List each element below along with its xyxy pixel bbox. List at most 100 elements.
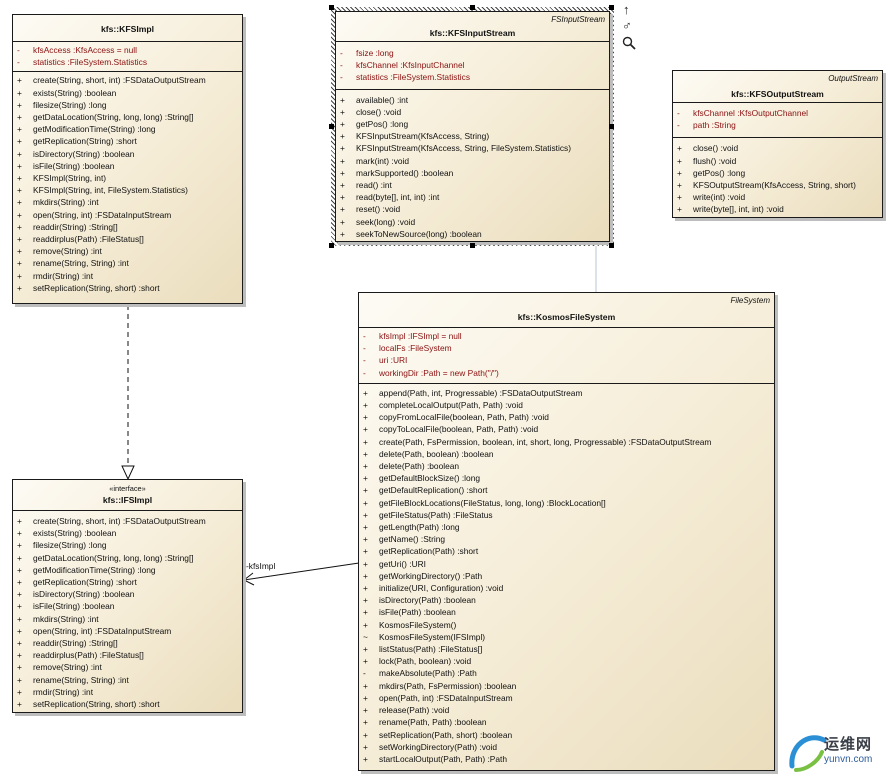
operation-row[interactable]: +read() :int: [336, 179, 609, 191]
attribute-row[interactable]: -statistics :FileSystem.Statistics: [336, 71, 609, 83]
operation-row[interactable]: +remove(String) :int: [13, 245, 242, 257]
operation-row[interactable]: +getReplication(Path) :short: [359, 545, 774, 557]
resize-handle-se[interactable]: [609, 243, 614, 248]
operation-row[interactable]: -makeAbsolute(Path) :Path: [359, 667, 774, 679]
operation-row[interactable]: +getDataLocation(String, long, long) :St…: [13, 111, 242, 123]
operation-row[interactable]: +KFSImpl(String, int, FileSystem.Statist…: [13, 184, 242, 196]
operation-row[interactable]: +markSupported() :boolean: [336, 167, 609, 179]
operation-row[interactable]: +write(byte[], int, int) :void: [673, 203, 882, 215]
operation-row[interactable]: +listStatus(Path) :FileStatus[]: [359, 643, 774, 655]
operation-row[interactable]: +getModificationTime(String) :long: [13, 564, 242, 576]
zoom-icon[interactable]: [622, 36, 636, 53]
association-line[interactable]: [243, 562, 360, 581]
operation-row[interactable]: +getFileBlockLocations(FileStatus, long,…: [359, 497, 774, 509]
operation-row[interactable]: +rename(Path, Path) :boolean: [359, 716, 774, 728]
resize-handle-e[interactable]: [609, 124, 614, 129]
operation-row[interactable]: +seekToNewSource(long) :boolean: [336, 228, 609, 240]
operation-row[interactable]: +delete(Path) :boolean: [359, 460, 774, 472]
attribute-row[interactable]: -path :String: [673, 119, 882, 131]
resize-handle-nw[interactable]: [329, 5, 334, 10]
property-icon[interactable]: ♂: [622, 18, 632, 33]
operation-row[interactable]: +rename(String, String) :int: [13, 674, 242, 686]
operation-row[interactable]: +readdirplus(Path) :FileStatus[]: [13, 649, 242, 661]
operation-row[interactable]: +completeLocalOutput(Path, Path) :void: [359, 399, 774, 411]
operation-row[interactable]: +copyFromLocalFile(boolean, Path, Path) …: [359, 411, 774, 423]
attribute-row[interactable]: -kfsChannel :KfsOutputChannel: [673, 107, 882, 119]
operation-row[interactable]: +KFSInputStream(KfsAccess, String, FileS…: [336, 142, 609, 154]
class-kosmosfilesystem[interactable]: FileSystem kfs::KosmosFileSystem -kfsImp…: [358, 292, 775, 771]
operation-row[interactable]: +isFile(String) :boolean: [13, 160, 242, 172]
operation-row[interactable]: +filesize(String) :long: [13, 99, 242, 111]
attribute-row[interactable]: -uri :URI: [359, 354, 774, 366]
operation-row[interactable]: +readdirplus(Path) :FileStatus[]: [13, 233, 242, 245]
operation-row[interactable]: +close() :void: [336, 106, 609, 118]
attribute-row[interactable]: -kfsImpl :IFSImpl = null: [359, 330, 774, 342]
operation-row[interactable]: +getReplication(String) :short: [13, 576, 242, 588]
attribute-row[interactable]: -kfsChannel :KfsInputChannel: [336, 59, 609, 71]
operation-row[interactable]: +create(String, short, int) :FSDataOutpu…: [13, 74, 242, 86]
operation-row[interactable]: ~KosmosFileSystem(IFSImpl): [359, 631, 774, 643]
operation-row[interactable]: +getDefaultBlockSize() :long: [359, 472, 774, 484]
operation-row[interactable]: +mkdirs(String) :int: [13, 196, 242, 208]
operation-row[interactable]: +rename(String, String) :int: [13, 257, 242, 269]
operation-row[interactable]: +getDataLocation(String, long, long) :St…: [13, 552, 242, 564]
operation-row[interactable]: +getUri() :URI: [359, 558, 774, 570]
operation-row[interactable]: +available() :int: [336, 94, 609, 106]
resize-handle-sw[interactable]: [329, 243, 334, 248]
operation-row[interactable]: +getDefaultReplication() :short: [359, 484, 774, 496]
operation-row[interactable]: +flush() :void: [673, 155, 882, 167]
operation-row[interactable]: +setReplication(String, short) :short: [13, 698, 242, 710]
class-kfsimpl[interactable]: kfs::KFSImpl -kfsAccess :KfsAccess = nul…: [12, 14, 243, 304]
operation-row[interactable]: +rmdir(String) :int: [13, 270, 242, 282]
operation-row[interactable]: +isFile(Path) :boolean: [359, 606, 774, 618]
resize-handle-s[interactable]: [470, 243, 475, 248]
operation-row[interactable]: +isDirectory(String) :boolean: [13, 588, 242, 600]
operation-row[interactable]: +getPos() :long: [673, 167, 882, 179]
resize-handle-n[interactable]: [470, 5, 475, 10]
operation-row[interactable]: +isDirectory(String) :boolean: [13, 148, 242, 160]
operation-row[interactable]: +lock(Path, boolean) :void: [359, 655, 774, 667]
operation-row[interactable]: +getLength(Path) :long: [359, 521, 774, 533]
operation-row[interactable]: +create(Path, FsPermission, boolean, int…: [359, 436, 774, 448]
operation-row[interactable]: +isDirectory(Path) :boolean: [359, 594, 774, 606]
operation-row[interactable]: +exists(String) :boolean: [13, 527, 242, 539]
operation-row[interactable]: +isFile(String) :boolean: [13, 600, 242, 612]
up-arrow-icon[interactable]: ↑: [623, 2, 630, 17]
operation-row[interactable]: +KFSInputStream(KfsAccess, String): [336, 130, 609, 142]
operation-row[interactable]: +exists(String) :boolean: [13, 87, 242, 99]
attribute-row[interactable]: -localFs :FileSystem: [359, 342, 774, 354]
operation-row[interactable]: +mkdirs(String) :int: [13, 613, 242, 625]
interface-ifsimpl[interactable]: «interface» kfs::IFSImpl +create(String,…: [12, 479, 243, 713]
operation-row[interactable]: +close() :void: [673, 142, 882, 154]
operation-row[interactable]: +read(byte[], int, int) :int: [336, 191, 609, 203]
operation-row[interactable]: +readdir(String) :String[]: [13, 221, 242, 233]
operation-row[interactable]: +KFSImpl(String, int): [13, 172, 242, 184]
operation-row[interactable]: +setReplication(Path, short) :boolean: [359, 729, 774, 741]
operation-row[interactable]: +mark(int) :void: [336, 155, 609, 167]
operation-row[interactable]: +getPos() :long: [336, 118, 609, 130]
operation-row[interactable]: +getModificationTime(String) :long: [13, 123, 242, 135]
attribute-row[interactable]: -kfsAccess :KfsAccess = null: [13, 44, 242, 56]
operation-row[interactable]: +append(Path, int, Progressable) :FSData…: [359, 387, 774, 399]
operation-row[interactable]: +mkdirs(Path, FsPermission) :boolean: [359, 680, 774, 692]
operation-row[interactable]: +setReplication(String, short) :short: [13, 282, 242, 294]
operation-row[interactable]: +delete(Path, boolean) :boolean: [359, 448, 774, 460]
operation-row[interactable]: +filesize(String) :long: [13, 539, 242, 551]
operation-row[interactable]: +seek(long) :void: [336, 216, 609, 228]
operation-row[interactable]: +setWorkingDirectory(Path) :void: [359, 741, 774, 753]
operation-row[interactable]: +startLocalOutput(Path, Path) :Path: [359, 753, 774, 765]
operation-row[interactable]: +rmdir(String) :int: [13, 686, 242, 698]
operation-row[interactable]: +getFileStatus(Path) :FileStatus: [359, 509, 774, 521]
operation-row[interactable]: +initialize(URI, Configuration) :void: [359, 582, 774, 594]
operation-row[interactable]: +readdir(String) :String[]: [13, 637, 242, 649]
operation-row[interactable]: +open(String, int) :FSDataInputStream: [13, 625, 242, 637]
operation-row[interactable]: +write(int) :void: [673, 191, 882, 203]
operation-row[interactable]: +getReplication(String) :short: [13, 135, 242, 147]
operation-row[interactable]: +KFSOutputStream(KfsAccess, String, shor…: [673, 179, 882, 191]
resize-handle-ne[interactable]: [609, 5, 614, 10]
operation-row[interactable]: +reset() :void: [336, 203, 609, 215]
operation-row[interactable]: +getName() :String: [359, 533, 774, 545]
attribute-row[interactable]: -statistics :FileSystem.Statistics: [13, 56, 242, 68]
operation-row[interactable]: +create(String, short, int) :FSDataOutpu…: [13, 515, 242, 527]
operation-row[interactable]: +open(String, int) :FSDataInputStream: [13, 209, 242, 221]
